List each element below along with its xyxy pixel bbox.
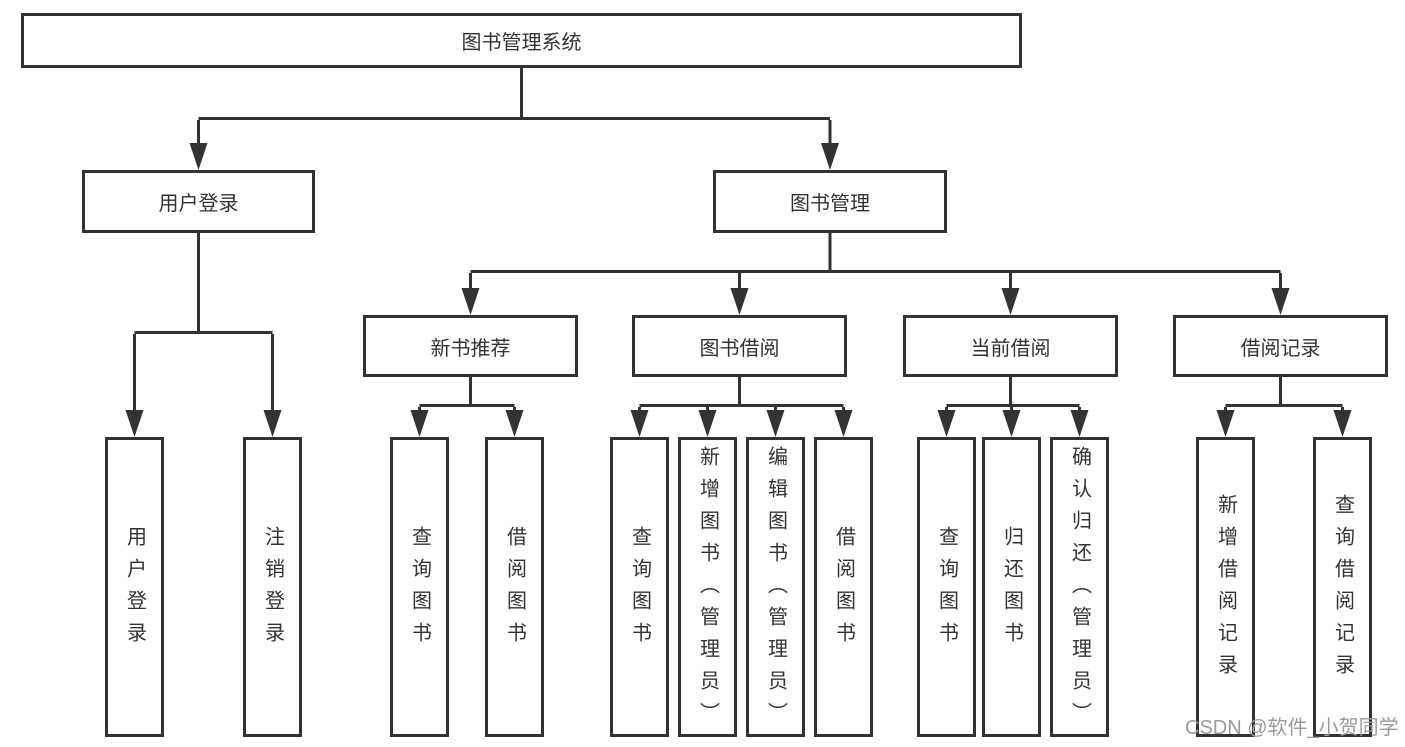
leaf-add-book-admin: 新增图书（管理员） [678,437,737,737]
connector-root-arrowheads [189,143,839,170]
connector-userlogin-arrowheads [125,410,282,437]
connector-userlogin-to-leaves [133,233,274,411]
node-user-login: 用户登录 [82,170,315,233]
leaf-label: 编辑图书（管理员） [764,446,787,734]
leaf-edit-book-admin: 编辑图书（管理员） [746,437,805,737]
leaf-label: 查询图书 [628,526,651,654]
node-library-management-system: 图书管理系统 [21,13,1022,68]
connector-currentborrow-to-leaves [945,377,1081,411]
leaf-borrow-book-recommend: 借阅图书 [485,437,544,737]
node-label: 用户登录 [158,193,239,215]
leaf-label: 归还图书 [1000,526,1023,654]
leaf-label: 注销登录 [261,526,284,654]
connector-borrowrecords-arrowheads [1216,410,1352,437]
leaf-label: 查询图书 [935,526,958,654]
connector-borrowrecords-to-leaves [1224,377,1344,411]
leaf-confirm-return-admin: 确认归还（管理员） [1050,437,1109,737]
leaf-query-book-borrow: 查询图书 [610,437,669,737]
csdn-watermark: CSDN @软件_小贺同学 [1185,717,1399,739]
node-label: 图书管理系统 [461,32,582,54]
node-book-borrow: 图书借阅 [632,315,847,377]
leaf-label: 借阅图书 [832,526,855,654]
leaf-query-book-current: 查询图书 [917,437,976,737]
connector-currentborrow-arrowheads [937,410,1089,437]
leaf-add-borrow-record: 新增借阅记录 [1196,437,1255,737]
node-label: 借阅记录 [1240,337,1321,360]
connector-bookborrow-to-leaves [638,377,845,411]
node-new-book-recommend: 新书推荐 [363,315,578,377]
leaf-label: 新增借阅记录 [1214,494,1237,686]
node-label: 新书推荐 [430,337,511,360]
leaf-label: 查询图书 [408,526,431,654]
leaf-return-book: 归还图书 [982,437,1041,737]
leaf-borrow-book: 借阅图书 [814,437,873,737]
leaf-label: 查询借阅记录 [1331,494,1354,686]
leaf-query-borrow-record: 查询借阅记录 [1313,437,1372,737]
node-label: 图书借阅 [699,337,780,360]
leaf-query-book-recommend: 查询图书 [390,437,449,737]
connector-newbook-to-leaves [418,377,516,411]
leaf-label: 确认归还（管理员） [1068,446,1091,734]
leaf-label: 新增图书（管理员） [696,446,719,734]
node-book-management: 图书管理 [713,170,947,233]
leaf-logout: 注销登录 [243,437,302,737]
leaf-user-login: 用户登录 [105,437,164,737]
leaf-label: 借阅图书 [503,526,526,654]
node-borrow-records: 借阅记录 [1173,315,1388,377]
connector-bookmgmt-to-level3 [469,233,1282,289]
connector-bookborrow-arrowheads [630,410,853,437]
connector-newbook-arrowheads [410,410,524,437]
node-label: 图书管理 [790,193,870,215]
node-label: 当前借阅 [970,337,1051,360]
connector-root-to-level2 [197,68,832,144]
node-current-borrow: 当前借阅 [903,315,1118,377]
leaf-label: 用户登录 [123,526,146,654]
connector-bookmgmt-arrowheads [461,288,1290,315]
